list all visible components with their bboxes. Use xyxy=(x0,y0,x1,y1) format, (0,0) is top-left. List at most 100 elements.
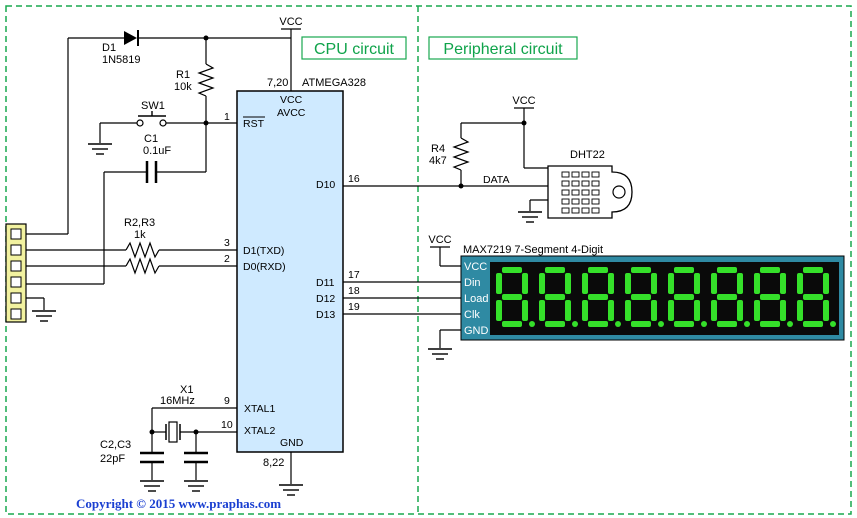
peripheral-section-label-box xyxy=(428,36,578,60)
d1-value: 1N5819 xyxy=(102,54,141,66)
segment xyxy=(668,273,674,294)
segment xyxy=(582,273,588,294)
segment xyxy=(717,267,737,273)
cpu-section-title: CPU circuit xyxy=(314,41,395,58)
segment xyxy=(674,294,694,300)
mcu-gnd-label: GND xyxy=(280,437,304,449)
r4-value: 4k7 xyxy=(429,155,447,167)
digit xyxy=(668,267,707,327)
pin-label-d13: D13 xyxy=(316,309,335,321)
segment xyxy=(711,300,717,321)
decimal-point xyxy=(572,321,578,327)
digit xyxy=(625,267,664,327)
segment xyxy=(502,267,522,273)
pin-num-d10: 16 xyxy=(348,173,360,185)
segment xyxy=(502,294,522,300)
display-pin-load: Load xyxy=(464,293,488,305)
mcu-top-pins: 7,20 xyxy=(267,77,288,89)
x1-value: 16MHz xyxy=(160,395,195,407)
pin-label-d12: D12 xyxy=(316,293,335,305)
pin-label-xtal2: XTAL2 xyxy=(244,425,275,437)
pin-label-d11: D11 xyxy=(316,277,335,289)
r3-resistor-symbol xyxy=(125,257,160,275)
decimal-point xyxy=(787,321,793,327)
segment xyxy=(737,273,743,294)
dht22-sensor xyxy=(547,165,633,219)
pin-label-rxd: D0(RXD) xyxy=(243,261,286,273)
segment xyxy=(565,300,571,321)
c1-value: 0.1uF xyxy=(143,145,171,157)
digit xyxy=(711,267,750,327)
r1-ref: R1 xyxy=(176,69,190,81)
segment xyxy=(754,273,760,294)
decimal-point xyxy=(658,321,664,327)
segment xyxy=(803,267,823,273)
junction-dot xyxy=(521,120,527,126)
segment xyxy=(539,300,545,321)
sw1-contact xyxy=(159,119,167,127)
r2-resistor-symbol xyxy=(125,241,160,259)
d1-ref: D1 xyxy=(102,42,116,54)
ground-symbol xyxy=(279,484,303,496)
pin-label-rst: RST xyxy=(243,118,265,130)
dht-data-label: DATA xyxy=(483,174,509,186)
segment xyxy=(717,294,737,300)
segment xyxy=(803,321,823,327)
segment xyxy=(651,300,657,321)
vcc-label-display: VCC xyxy=(428,234,451,246)
cpu-section-label-box xyxy=(301,36,407,60)
seven-segment-digits xyxy=(496,267,836,327)
segment xyxy=(717,321,737,327)
segment xyxy=(651,273,657,294)
mcu-name: ATMEGA328 xyxy=(302,77,366,89)
display-screen xyxy=(490,262,839,335)
segment xyxy=(522,273,528,294)
ground-symbol xyxy=(518,211,542,223)
ground-symbol xyxy=(88,143,112,155)
r1-resistor-symbol xyxy=(197,63,215,97)
decimal-point xyxy=(701,321,707,327)
pin-label-d10: D10 xyxy=(316,179,335,191)
r4-ref: R4 xyxy=(431,143,445,155)
segment xyxy=(539,273,545,294)
display-title: MAX7219 7-Segment 4-Digit xyxy=(463,244,603,256)
segment xyxy=(823,300,829,321)
sw1-ref: SW1 xyxy=(141,100,165,112)
d1-diode-symbol xyxy=(124,31,137,45)
pin-num-rst: 1 xyxy=(224,111,230,123)
segment xyxy=(565,273,571,294)
segment xyxy=(545,321,565,327)
c23-ref: C2,C3 xyxy=(100,439,131,451)
c1-ref: C1 xyxy=(144,133,158,145)
segment xyxy=(760,267,780,273)
decimal-point xyxy=(615,321,621,327)
pin-num-d13: 19 xyxy=(348,301,360,313)
segment xyxy=(754,300,760,321)
segment xyxy=(608,273,614,294)
segment xyxy=(631,267,651,273)
segment xyxy=(502,321,522,327)
segment xyxy=(631,321,651,327)
segment xyxy=(588,267,608,273)
digit xyxy=(797,267,836,327)
pin-num-xtal2: 10 xyxy=(221,419,233,431)
segment xyxy=(631,294,651,300)
mcu-vcc-label: VCC xyxy=(280,94,303,106)
r23-ref: R2,R3 xyxy=(124,217,155,229)
display-pin-clk: Clk xyxy=(464,309,480,321)
pin-num-txd: 3 xyxy=(224,237,230,249)
display-pin-vcc: VCC xyxy=(464,261,487,273)
digit xyxy=(539,267,578,327)
x1-crystal xyxy=(168,421,178,443)
segment xyxy=(797,300,803,321)
ground-symbol xyxy=(428,348,452,360)
decimal-point xyxy=(744,321,750,327)
segment xyxy=(760,321,780,327)
segment xyxy=(522,300,528,321)
decimal-point xyxy=(529,321,535,327)
display-pin-gnd: GND xyxy=(464,325,489,337)
segment xyxy=(674,321,694,327)
segment xyxy=(588,321,608,327)
r1-value: 10k xyxy=(174,81,192,93)
